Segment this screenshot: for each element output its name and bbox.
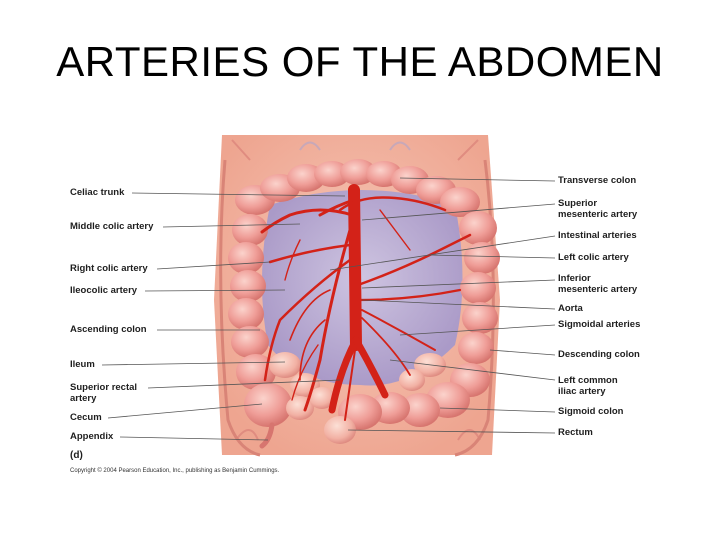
label-intestinal-arteries: Intestinal arteries (558, 230, 637, 241)
label-celiac-trunk: Celiac trunk (70, 187, 125, 198)
label-middle-colic-artery: Middle colic artery (70, 221, 154, 232)
label-cecum: Cecum (70, 412, 102, 423)
label-left-colic-artery: Left colic artery (558, 252, 629, 263)
label-aorta: Aorta (558, 303, 583, 314)
label-inferior-mesenteric-artery: Inferior mesenteric artery (558, 273, 638, 295)
label-right-colic-artery: Right colic artery (70, 263, 148, 274)
label-ileum: Ileum (70, 359, 95, 370)
label-ileocolic-artery: Ileocolic artery (70, 285, 138, 296)
label-sigmoidal-arteries: Sigmoidal arteries (558, 319, 641, 330)
label-sigmoid-colon: Sigmoid colon (558, 406, 624, 417)
label-descending-colon: Descending colon (558, 349, 640, 360)
ileum (269, 352, 446, 420)
panel-label: (d) (70, 450, 83, 461)
right-leader-lines (329, 177, 556, 434)
label-left-common-iliac-artery: Left common iliac artery (558, 375, 618, 397)
arteries (260, 184, 472, 421)
descending-colon (458, 211, 500, 364)
slide-title: ARTERIES OF THE ABDOMEN (56, 38, 664, 85)
transverse-colon (235, 141, 480, 217)
label-ascending-colon: Ascending colon (70, 324, 147, 335)
label-appendix: Appendix (70, 431, 114, 442)
copyright-notice: Copyright © 2004 Pearson Education, Inc.… (70, 468, 280, 474)
cecum (244, 383, 292, 449)
label-rectum: Rectum (558, 427, 593, 438)
label-transverse-colon: Transverse colon (558, 175, 637, 186)
ascending-colon (228, 214, 276, 390)
label-superior-mesenteric-artery: Superior mesenteric artery (558, 198, 638, 220)
label-superior-rectal-artery: Superior rectal artery (70, 382, 138, 404)
left-leader-lines (101, 192, 346, 441)
